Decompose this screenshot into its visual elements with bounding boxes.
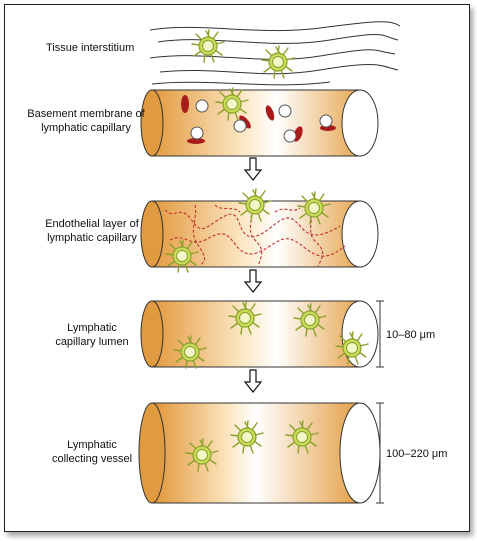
endothelial-tube <box>140 188 379 273</box>
down-arrow <box>243 269 263 293</box>
collecting-vessel-tube <box>138 402 381 504</box>
label-lumen-1: Lymphatic <box>67 322 117 334</box>
dimension-collecting: 100–220 μm <box>386 448 447 460</box>
label-collecting-1: Lymphatic <box>67 439 117 451</box>
capillary-lumen-tube <box>140 300 379 369</box>
down-arrow <box>243 369 263 393</box>
label-interstitium: Tissue interstitium <box>46 42 134 54</box>
label-basement-2: lymphatic capillary <box>41 122 131 134</box>
down-arrow <box>243 157 263 181</box>
dimension-capillary: 10–80 μm <box>386 329 435 341</box>
dimension-bracket <box>376 300 384 368</box>
basement-membrane-tube <box>140 87 379 157</box>
label-collecting-2: collecting vessel <box>52 453 132 465</box>
label-endothelial-2: lymphatic capillary <box>47 232 137 244</box>
label-endothelial-1: Endothelial layer of <box>45 218 140 230</box>
label-lumen-2: capillary lumen <box>55 336 128 348</box>
label-basement-1: Basement membrane of <box>27 108 145 120</box>
dimension-bracket <box>376 402 384 504</box>
